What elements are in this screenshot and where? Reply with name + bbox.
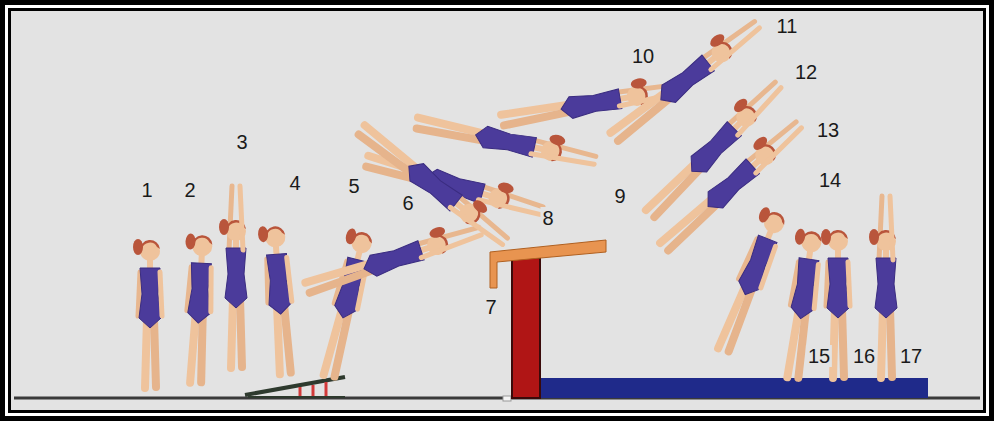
frame-white [5, 5, 989, 416]
callout-number: 17 [898, 345, 924, 367]
callout-number: 6 [400, 192, 415, 214]
table-foot [503, 396, 511, 401]
springboard [245, 377, 345, 397]
callout-number: 15 [806, 345, 832, 367]
callout-number: 1 [139, 179, 154, 201]
callout-number: 16 [851, 345, 877, 367]
callout-number: 14 [817, 169, 843, 191]
background [11, 11, 983, 410]
callout-number: 10 [630, 45, 656, 67]
landing-mat [540, 378, 928, 398]
callout-number: 12 [793, 61, 819, 83]
callout-number: 11 [775, 15, 800, 37]
gymnast-figures [133, 11, 897, 388]
vault-table [490, 240, 606, 398]
frame-inner [8, 8, 986, 413]
callout-number: 4 [287, 172, 302, 194]
callout-number: 5 [346, 175, 361, 197]
callout-number: 9 [612, 185, 627, 207]
callout-number: 3 [234, 131, 249, 153]
callout-number: 2 [182, 179, 197, 201]
callout-number: 13 [815, 119, 841, 141]
callout-number: 8 [540, 207, 555, 229]
callout-number: 7 [483, 296, 498, 318]
